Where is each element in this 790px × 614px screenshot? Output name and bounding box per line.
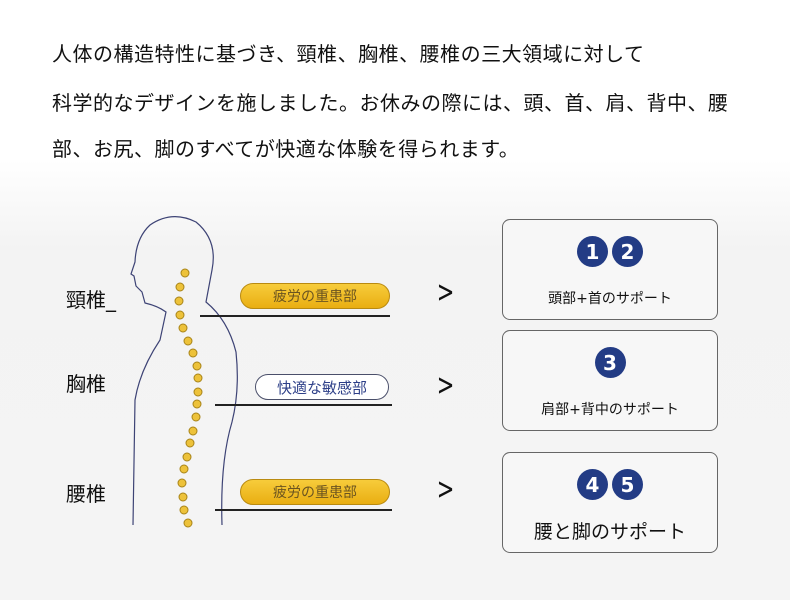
vertebra-dot (179, 505, 189, 515)
number-badge: 4 (577, 469, 608, 500)
vertebra-dot (188, 348, 198, 358)
silhouette-outline (130, 216, 238, 526)
vertebra-dot (179, 464, 189, 474)
vertebra-dot (175, 310, 185, 320)
number-badge: 3 (594, 347, 626, 378)
vertebra-dot (177, 478, 187, 488)
chevron-right-icon: > (436, 275, 455, 310)
vertebra-dot (185, 438, 195, 448)
vertebra-dot (183, 336, 193, 346)
vertebra-dot (192, 361, 202, 371)
intro-line-2: 科学的なデザインを施しました。お休みの際には、頭、首、肩、背中、腰 (52, 91, 729, 115)
spine-dots (174, 268, 203, 528)
label-thoracic: 胸椎 (66, 372, 106, 396)
support-text: 頭部+首のサポート (548, 291, 672, 307)
label-neck: 頸椎_ (66, 288, 116, 312)
vertebra-dot (178, 323, 188, 333)
pill-fatigue-top: 疲労の重患部 (240, 283, 390, 309)
number-badge: 1 (577, 236, 608, 267)
chevron-right-icon: > (436, 368, 455, 403)
vertebra-dot (178, 492, 188, 502)
vertebra-dot (175, 282, 185, 292)
divider-line (200, 315, 390, 317)
chevron-right-icon: > (436, 472, 455, 507)
intro-line-3: 部、お尻、脚のすべてが快適な体験を得られます。 (52, 137, 520, 161)
support-box-shoulder-back: 3 肩部+背中のサポート (502, 330, 718, 431)
vertebra-dot (174, 296, 184, 306)
vertebra-dot (192, 399, 202, 409)
vertebra-dot (188, 426, 198, 436)
vertebra-dot (182, 452, 192, 462)
label-lumbar: 腰椎 (66, 482, 106, 506)
number-badge: 2 (612, 236, 643, 267)
vertebra-dot (183, 518, 193, 528)
vertebra-dot (180, 268, 190, 278)
support-text: 腰と脚のサポート (533, 521, 686, 543)
divider-line (215, 404, 392, 406)
vertebra-dot (193, 387, 203, 397)
number-badge: 5 (612, 469, 643, 500)
intro-line-1: 人体の構造特性に基づき、頸椎、胸椎、腰椎の三大領域に対して (52, 42, 645, 66)
divider-line (215, 509, 392, 511)
support-text: 肩部+背中のサポート (541, 402, 679, 418)
pill-fatigue-bottom: 疲労の重患部 (240, 479, 390, 505)
vertebra-dot (191, 412, 201, 422)
vertebra-dot (193, 373, 203, 383)
pill-sensitive: 快適な敏感部 (255, 374, 389, 400)
